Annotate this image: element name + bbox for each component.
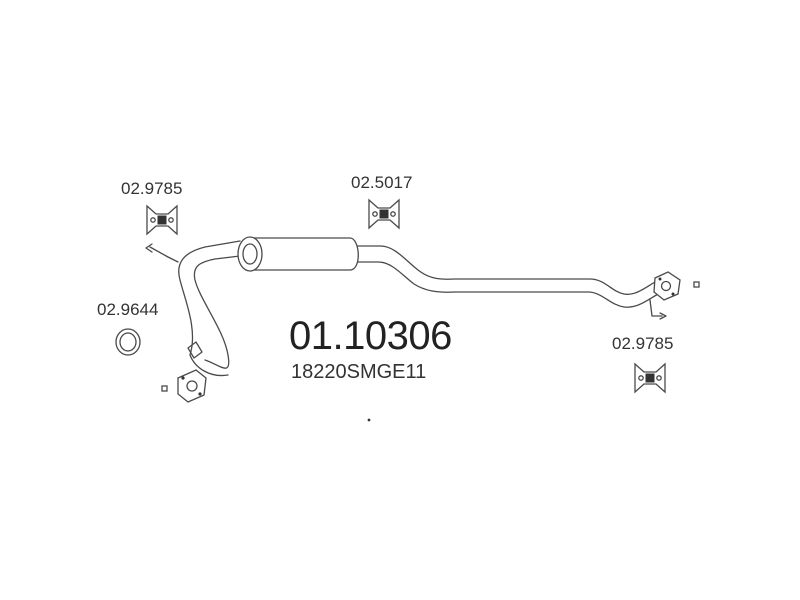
- rear-stud: [649, 299, 667, 320]
- rear-flange: [653, 271, 681, 301]
- gasket-ring-icon: [115, 328, 141, 356]
- label-gasket-ring: 02.9644: [97, 300, 159, 319]
- front-hanger-stud: [145, 243, 179, 263]
- rear-bolt-icon: [693, 281, 700, 288]
- label-hanger-middle: 02.5017: [351, 173, 413, 192]
- front-pipe: [178, 240, 241, 377]
- rear-pipe: [357, 245, 661, 308]
- rubber-hanger-rear-right: [634, 362, 666, 394]
- muffler: [237, 236, 359, 272]
- part-number: 01.10306: [289, 314, 452, 358]
- front-bolt-icon: [161, 385, 168, 392]
- label-hanger-rear-right: 02.9785: [612, 334, 674, 353]
- rubber-hanger-front-left: [146, 204, 178, 236]
- oem-number: 18220SMGE11: [291, 361, 427, 383]
- stray-dot: [367, 418, 371, 422]
- rubber-hanger-middle: [368, 198, 400, 230]
- front-flange: [177, 369, 207, 403]
- label-hanger-front-left: 02.9785: [121, 179, 183, 198]
